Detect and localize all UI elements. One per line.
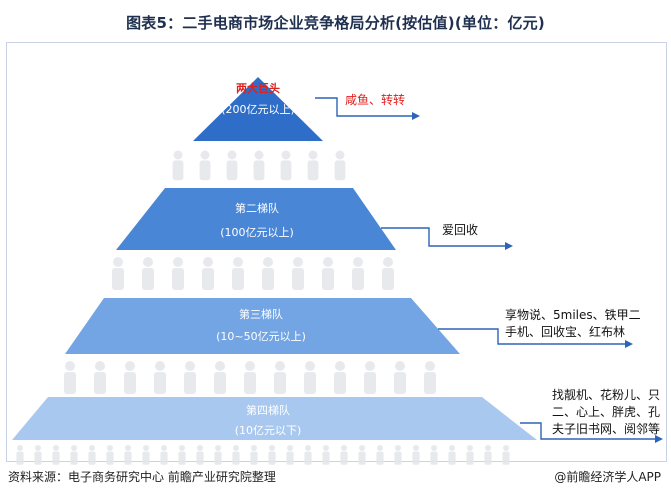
brand-label: @前瞻经济学人APP <box>554 470 661 484</box>
person-silhouette-icon <box>334 361 346 394</box>
person-silhouette-icon <box>430 445 438 465</box>
source-note: 资料来源：电子商务研究中心 前瞻产业研究院整理 <box>8 470 276 484</box>
people-row <box>172 150 346 181</box>
person-silhouette-icon <box>376 445 384 465</box>
person-silhouette-icon <box>106 445 114 465</box>
tier-1-range: (200亿元以上) <box>221 103 295 116</box>
tier-4-connector <box>520 422 655 440</box>
person-silhouette-icon <box>232 445 240 465</box>
person-silhouette-icon <box>424 361 436 394</box>
chart-title: 图表5：二手电商市场企业竞争格局分析(按估值)(单位：亿元) <box>126 14 545 32</box>
people-row <box>112 257 394 290</box>
person-silhouette-icon <box>274 361 286 394</box>
person-silhouette-icon <box>184 361 196 394</box>
person-silhouette-icon <box>484 445 492 465</box>
person-silhouette-icon <box>322 257 334 290</box>
tier-1-connector <box>315 97 412 117</box>
tier-4-companies-line: 二、心上、胖虎、孔 <box>552 405 661 419</box>
person-silhouette-icon <box>142 257 154 290</box>
tier-3-connector <box>438 328 625 345</box>
tier-4-companies: 找靓机、花粉儿、只 二、心上、胖虎、孔 夫子旧书网、阅邻等 <box>552 387 660 438</box>
person-silhouette-icon <box>214 445 222 465</box>
tier-3-companies: 享物说、5miles、铁甲二 手机、回收宝、红布林 <box>505 307 641 341</box>
person-silhouette-icon <box>214 361 226 394</box>
person-silhouette-icon <box>172 150 184 181</box>
tier-3-companies-line: 手机、回收宝、红布林 <box>505 325 626 339</box>
person-silhouette-icon <box>124 361 136 394</box>
tier-2-range: (100亿元以上) <box>220 226 294 239</box>
tier-3-range: (10~50亿元以上) <box>216 330 306 343</box>
person-silhouette-icon <box>154 361 166 394</box>
person-silhouette-icon <box>334 150 346 181</box>
person-silhouette-icon <box>280 150 292 181</box>
person-silhouette-icon <box>286 445 294 465</box>
person-silhouette-icon <box>268 445 276 465</box>
person-silhouette-icon <box>94 361 106 394</box>
tier-3-name: 第三梯队 <box>239 307 283 321</box>
person-silhouette-icon <box>304 445 312 465</box>
person-silhouette-icon <box>196 445 204 465</box>
person-silhouette-icon <box>199 150 211 181</box>
person-silhouette-icon <box>466 445 474 465</box>
person-silhouette-icon <box>322 445 330 465</box>
person-silhouette-icon <box>52 445 60 465</box>
person-silhouette-icon <box>142 445 150 465</box>
person-silhouette-icon <box>394 361 406 394</box>
person-silhouette-icon <box>502 445 510 465</box>
person-silhouette-icon <box>262 257 274 290</box>
person-silhouette-icon <box>64 361 76 394</box>
tier-2-shape <box>116 188 396 250</box>
person-silhouette-icon <box>304 361 316 394</box>
person-silhouette-icon <box>448 445 456 465</box>
person-silhouette-icon <box>250 445 258 465</box>
arrowhead-icon <box>412 112 420 120</box>
person-silhouette-icon <box>244 361 256 394</box>
person-silhouette-icon <box>358 445 366 465</box>
tier-4-shape <box>12 397 537 440</box>
person-silhouette-icon <box>88 445 96 465</box>
person-silhouette-icon <box>307 150 319 181</box>
tier-1-name: 两大巨头 <box>236 81 280 95</box>
person-silhouette-icon <box>394 445 402 465</box>
person-silhouette-icon <box>292 257 304 290</box>
person-silhouette-icon <box>160 445 168 465</box>
tier-2-name: 第二梯队 <box>235 201 279 215</box>
person-silhouette-icon <box>364 361 376 394</box>
tier-4-name: 第四梯队 <box>246 403 290 417</box>
arrowhead-icon <box>655 435 663 443</box>
people-silhouettes-background <box>16 150 510 465</box>
person-silhouette-icon <box>178 445 186 465</box>
person-silhouette-icon <box>382 257 394 290</box>
arrowhead-icon <box>505 242 513 250</box>
person-silhouette-icon <box>352 257 364 290</box>
people-row <box>64 361 436 394</box>
tier-1-shape <box>193 77 323 141</box>
person-silhouette-icon <box>202 257 214 290</box>
tier-4-range: (10亿元以下) <box>235 424 302 437</box>
person-silhouette-icon <box>124 445 132 465</box>
person-silhouette-icon <box>112 257 124 290</box>
arrowhead-icon <box>625 340 633 348</box>
person-silhouette-icon <box>340 445 348 465</box>
people-row <box>16 445 510 465</box>
person-silhouette-icon <box>34 445 42 465</box>
person-silhouette-icon <box>172 257 184 290</box>
tier-3-companies-line: 享物说、5miles、铁甲二 <box>505 308 641 322</box>
tier-3-shape <box>65 298 460 354</box>
tier-4-companies-line: 找靓机、花粉儿、只 <box>552 388 661 402</box>
person-silhouette-icon <box>70 445 78 465</box>
person-silhouette-icon <box>253 150 265 181</box>
tier-4-companies-line: 夫子旧书网、阅邻等 <box>552 422 661 436</box>
tier-2-companies: 爱回收 <box>442 223 479 237</box>
person-silhouette-icon <box>232 257 244 290</box>
tier-2-connector <box>381 227 505 247</box>
person-silhouette-icon <box>412 445 420 465</box>
person-silhouette-icon <box>226 150 238 181</box>
connector-arrows <box>315 97 663 443</box>
person-silhouette-icon <box>16 445 24 465</box>
tier-1-companies: 咸鱼、转转 <box>345 93 406 107</box>
